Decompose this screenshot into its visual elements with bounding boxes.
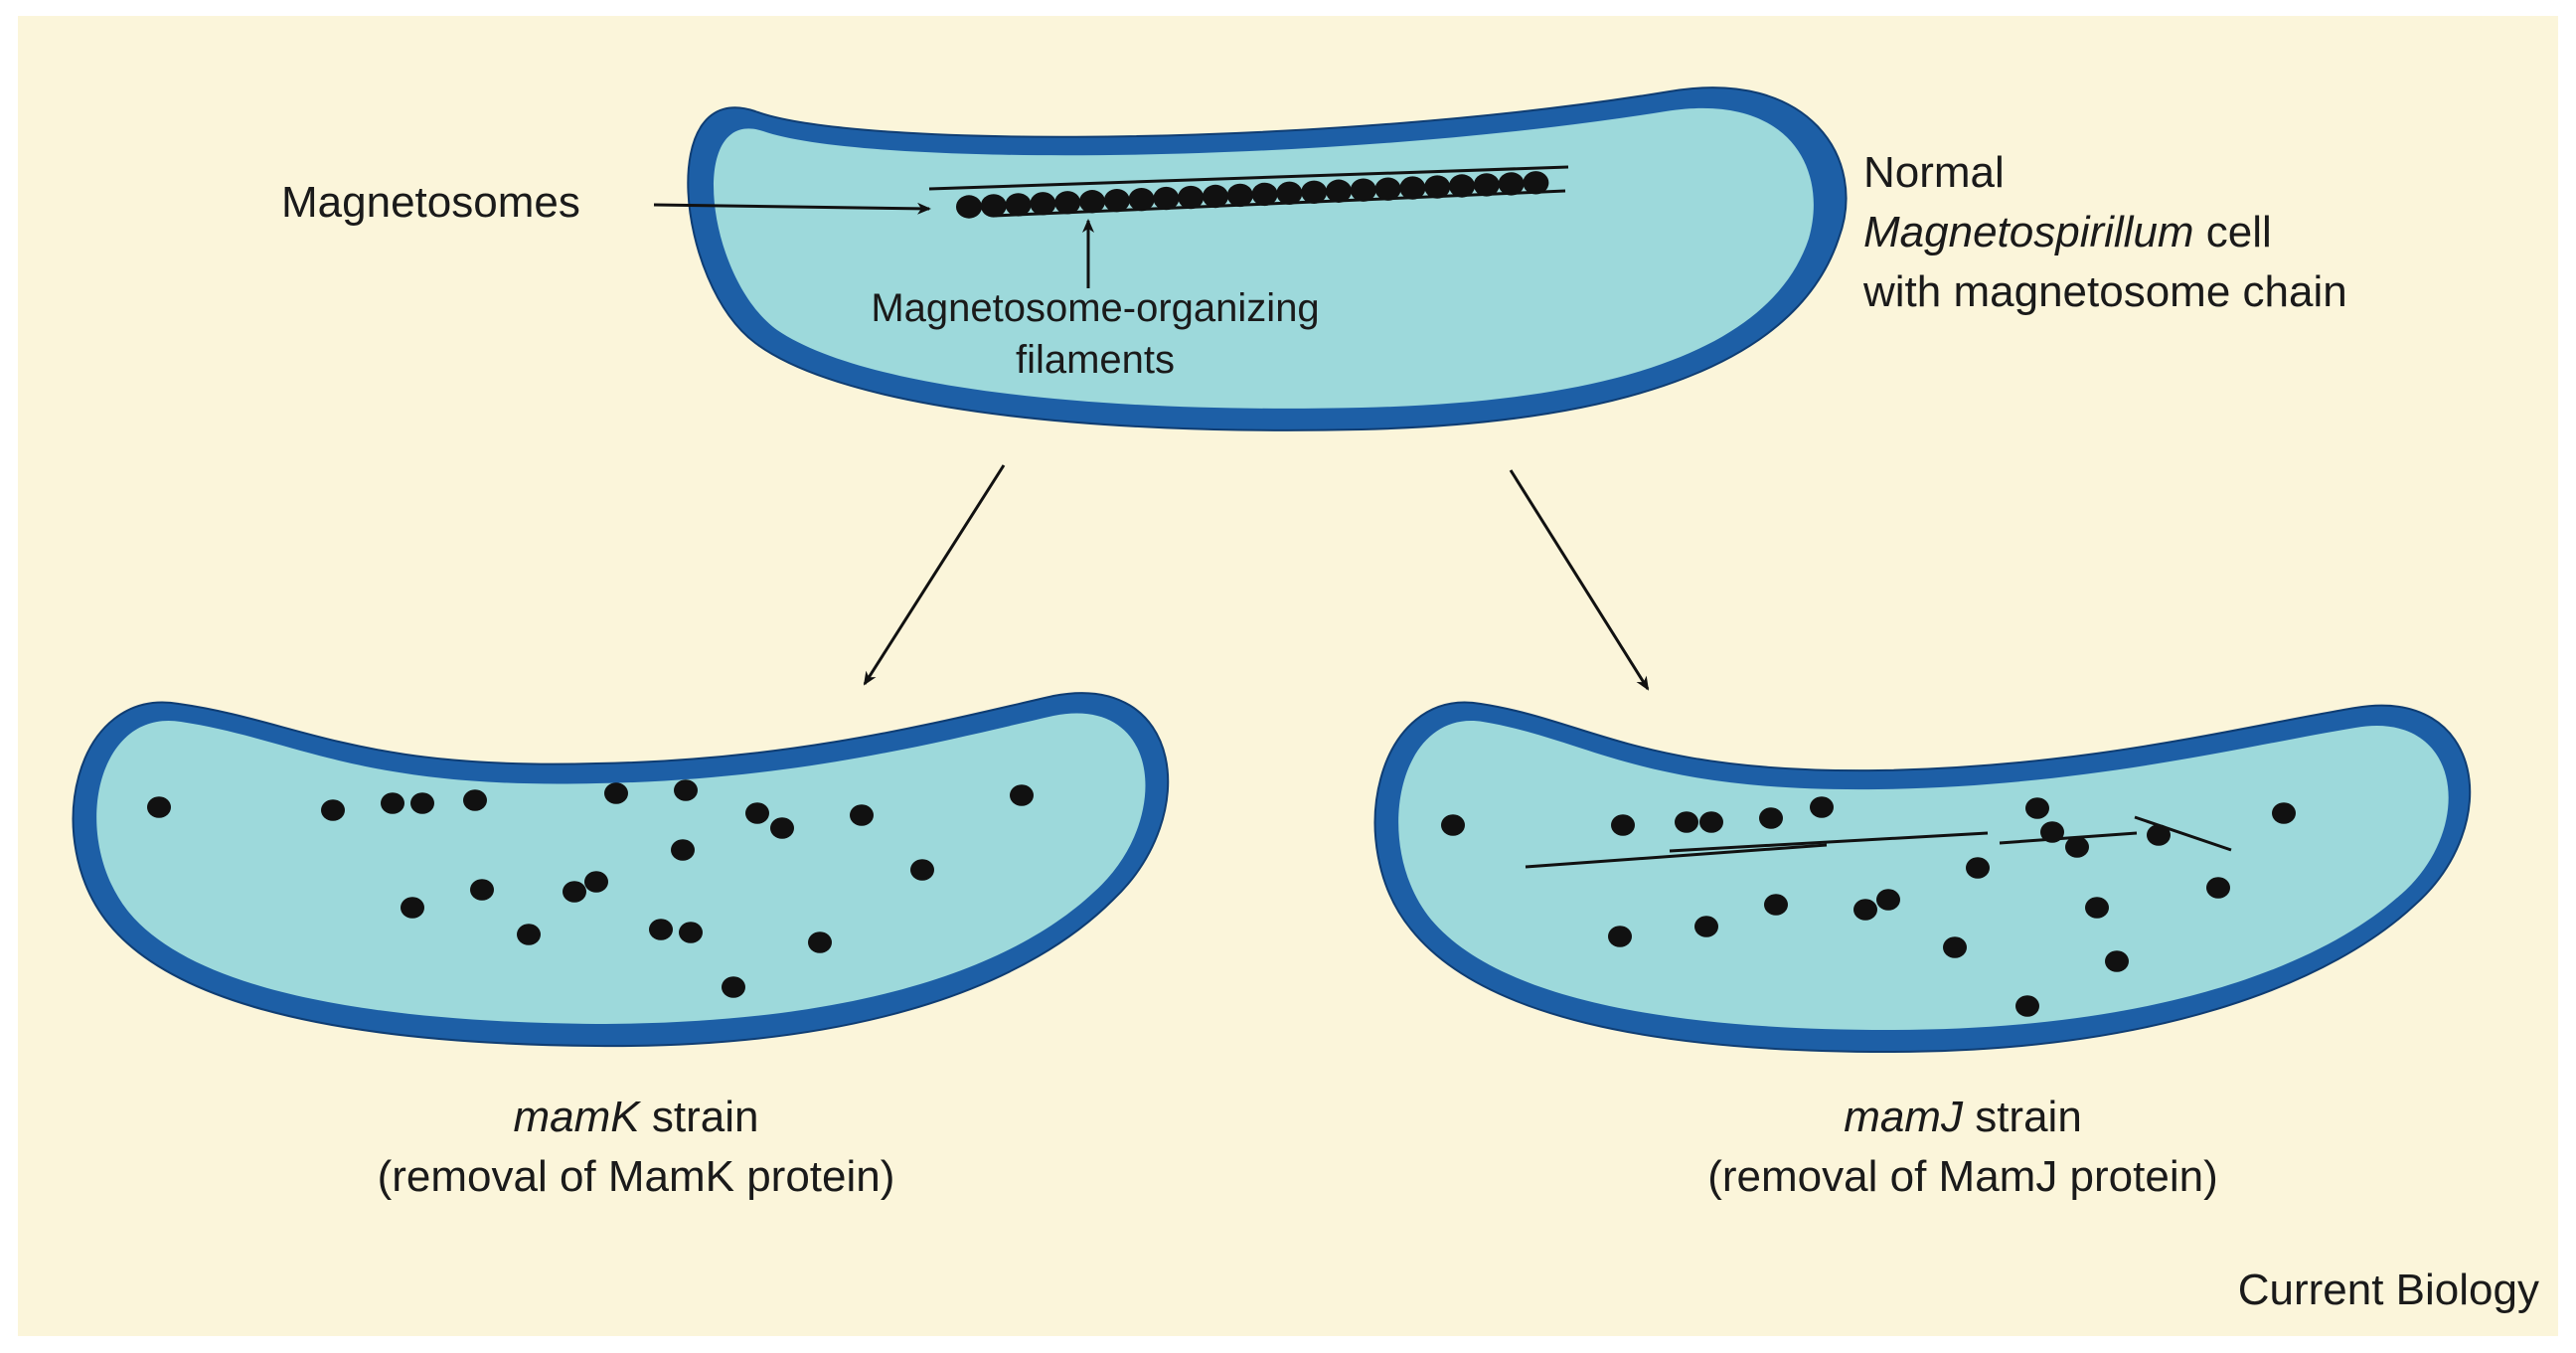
magnetosome [2147, 824, 2171, 846]
magnetosome [2040, 821, 2064, 843]
filaments-label-line2: filaments [1016, 338, 1175, 382]
magnetosome [381, 792, 404, 814]
magnetosome [2272, 802, 2296, 824]
magnetosome [1473, 173, 1500, 197]
magnetosome [1374, 177, 1401, 201]
arrow-to-mamk [863, 464, 1006, 686]
magnetosome [1276, 181, 1303, 206]
normal-cell-label-line3: with magnetosome chain [1862, 267, 2347, 316]
magnetosome [1759, 807, 1783, 829]
magnetosome [1054, 191, 1081, 215]
magnetosome [1608, 926, 1632, 947]
filaments-label-line1: Magnetosome-organizing [871, 286, 1319, 330]
magnetosome [1694, 916, 1718, 937]
filament-fragment [1999, 831, 2138, 845]
magnetosome [808, 931, 832, 953]
magnetosomes-label: Magnetosomes [281, 178, 580, 227]
magnetosome [1764, 894, 1788, 916]
magnetosome [604, 782, 628, 804]
magnetosome [1441, 814, 1465, 836]
magnetosome [1399, 176, 1426, 200]
magnetosome [1128, 187, 1155, 212]
magnetosome [1010, 784, 1034, 806]
magnetosome [1876, 889, 1900, 911]
fragmented-filaments [1525, 815, 2232, 869]
magnetosome [1810, 796, 1834, 818]
magnetosome [1326, 179, 1352, 203]
magnetosome [1103, 189, 1130, 213]
magnetosome [1611, 814, 1635, 836]
magnetosome [1153, 186, 1180, 211]
filament [928, 165, 1569, 191]
magnetosome [321, 799, 345, 821]
magnetosome [1203, 184, 1228, 209]
filament-fragment [1525, 843, 1828, 869]
magnetosome [770, 817, 794, 839]
magnetosome [671, 839, 695, 861]
magnetosome [2105, 950, 2129, 972]
mamj-cell-cytoplasm [1398, 721, 2449, 1030]
mamj-caption-line1: mamJ strain [1844, 1093, 2082, 1141]
mamj-caption-line2: (removal of MamJ protein) [1707, 1152, 2217, 1201]
magnetosome [1966, 857, 1990, 879]
scattered-magnetosomes [1441, 796, 2296, 1017]
normal-cell: Magnetosomes Magnetosome-organizing fila… [281, 86, 2347, 431]
magnetosome [956, 195, 982, 219]
magnetosome [1301, 180, 1328, 204]
magnetosome [722, 976, 745, 998]
magnetosome [679, 922, 703, 943]
arrow-to-mamj [1509, 469, 1650, 691]
magnetosome [470, 879, 494, 901]
magnetosome [980, 194, 1007, 218]
magnetosome [463, 789, 487, 811]
mamj-cell [1373, 701, 2472, 1054]
magnetosome [1498, 172, 1525, 196]
magnetosome [563, 881, 586, 903]
magnetosome [674, 779, 698, 801]
magnetosome [2206, 877, 2230, 899]
normal-cell-cytoplasm [714, 107, 1814, 409]
magnetosome [401, 897, 424, 919]
magnetosome [1005, 193, 1032, 217]
magnetosome [2025, 797, 2049, 819]
magnetosome [1853, 899, 1877, 921]
mamk-caption-line1: mamK strain [514, 1093, 759, 1141]
magnetosome [910, 859, 934, 881]
magnetosome [745, 802, 769, 824]
filament-fragment [2134, 815, 2232, 852]
normal-cell-label-line1: Normal [1863, 148, 2005, 197]
mamk-caption-line2: (removal of MamK protein) [378, 1152, 895, 1201]
magnetosome [1699, 811, 1723, 833]
mamk-cell [72, 692, 1170, 1048]
filament-fragment [1669, 831, 1989, 853]
magnetosome [1030, 192, 1056, 216]
normal-cell-label-line2: Magnetospirillum cell [1863, 208, 2272, 256]
magnetosome [517, 924, 541, 945]
magnetosome [2015, 995, 2039, 1017]
scattered-magnetosomes [147, 779, 1034, 998]
magnetosome [2085, 897, 2109, 919]
journal-credit: Current Biology [2238, 1266, 2539, 1314]
magnetosome [1424, 175, 1451, 199]
magnetosome [1251, 182, 1278, 207]
magnetosome [1350, 178, 1376, 202]
magnetosome [1523, 171, 1549, 195]
magnetosome [584, 871, 608, 893]
magnetosome [1226, 183, 1253, 208]
mamk-cell-cytoplasm [96, 713, 1146, 1024]
magnetosome [1178, 185, 1205, 210]
magnetosome [147, 796, 171, 818]
magnetosome [2065, 836, 2089, 858]
magnetosome [1449, 174, 1475, 198]
magnetosome [1079, 190, 1105, 214]
magnetosome-chain [956, 171, 1549, 219]
magnetosome [410, 792, 434, 814]
magnetosome [649, 919, 673, 940]
magnetosome [1675, 811, 1698, 833]
magnetosome [850, 804, 874, 826]
magnetosome [1943, 936, 1967, 958]
magnetosomes-arrow [653, 202, 931, 215]
